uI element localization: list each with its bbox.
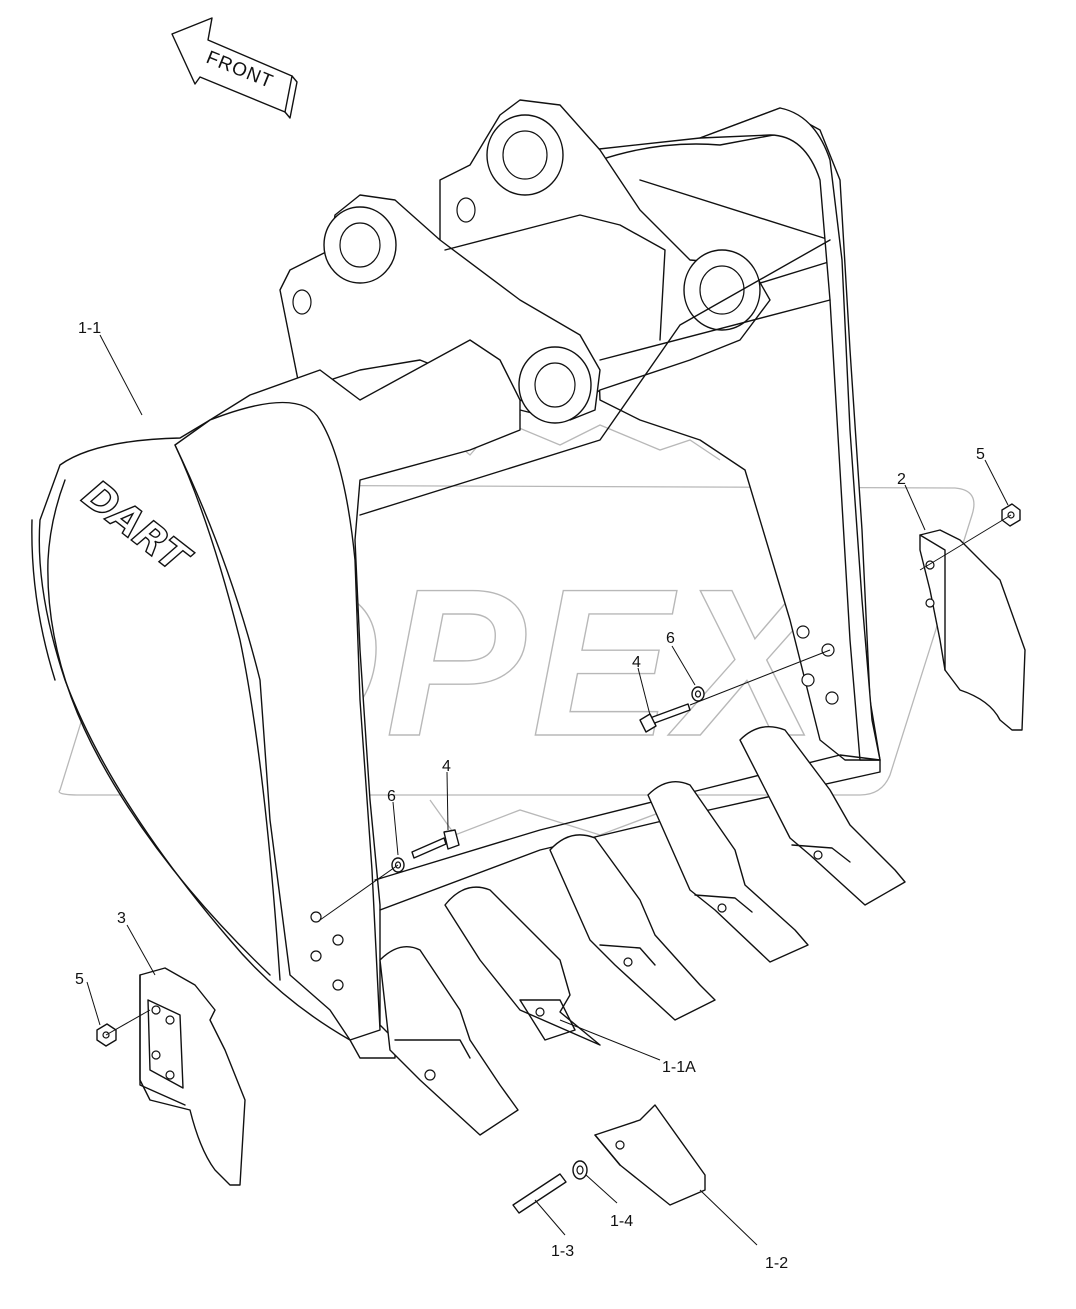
callout-nut-right: 5	[976, 446, 985, 463]
front-direction-arrow: FRONT	[171, 17, 298, 119]
exploded-pin	[512, 1173, 567, 1214]
callout-side-cutter-right: 2	[897, 471, 906, 488]
callout-bucket: 1-1	[78, 320, 101, 337]
tooth-assembly	[647, 781, 809, 963]
bolt-lower	[411, 829, 460, 859]
callout-tooth: 1-2	[765, 1255, 788, 1272]
washer-lower	[391, 857, 405, 873]
callout-adapter: 1-1A	[662, 1059, 696, 1076]
bolt-upper	[639, 703, 691, 733]
tooth-assembly	[444, 886, 601, 1046]
callout-bolt-upper: 4	[632, 654, 641, 671]
teeth-row	[379, 726, 906, 1136]
callout-bolt-lower: 4	[442, 758, 451, 775]
callout-washer-upper: 6	[666, 630, 675, 647]
washer-upper	[691, 686, 705, 702]
callout-nut-left: 5	[75, 971, 84, 988]
callout-washer-pin: 1-4	[610, 1213, 633, 1230]
callout-pin: 1-3	[551, 1243, 574, 1260]
leader-lines	[86, 334, 1012, 1246]
exploded-tooth	[594, 1104, 706, 1206]
tooth-assembly	[549, 834, 716, 1021]
side-cutter-left	[139, 967, 246, 1186]
callout-side-cutter-left: 3	[117, 910, 126, 927]
tooth-assembly	[379, 946, 519, 1136]
callout-labels: 1-1 1-1A 1-2 1-3 1-4 2 3 4 4 5 5 6 6	[75, 320, 985, 1272]
exploded-washer	[572, 1160, 588, 1180]
tooth-assembly	[739, 726, 906, 906]
callout-washer-lower: 6	[387, 788, 396, 805]
side-cutter-right	[919, 529, 1026, 731]
bucket: DART	[31, 99, 881, 1059]
